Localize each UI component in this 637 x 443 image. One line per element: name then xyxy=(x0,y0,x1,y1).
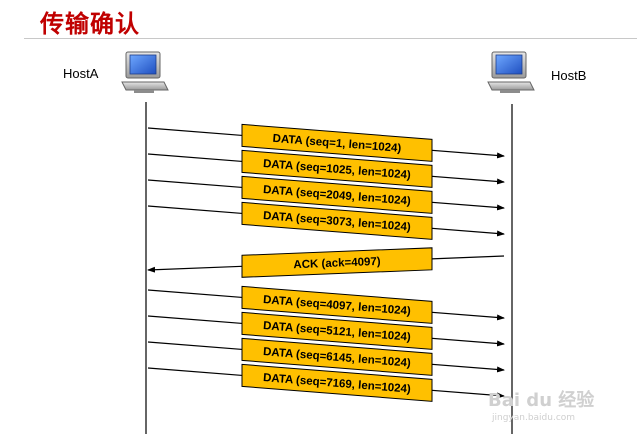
host-a-label: HostA xyxy=(63,66,99,81)
messages-layer: DATA (seq=1, len=1024)DATA (seq=1025, le… xyxy=(147,123,505,402)
message-label: ACK (ack=4097) xyxy=(293,256,381,271)
message-box xyxy=(241,149,433,188)
message-box xyxy=(241,123,433,162)
watermark-brand: Bai du 经验 xyxy=(488,390,595,411)
host-b-label: HostB xyxy=(551,68,587,83)
message-4: DATA (seq=3073, len=1024) xyxy=(147,201,505,240)
message-8: DATA (seq=6145, len=1024) xyxy=(147,337,505,376)
message-6: DATA (seq=4097, len=1024) xyxy=(147,285,505,324)
message-1: DATA (seq=1, len=1024) xyxy=(147,123,505,162)
message-box xyxy=(241,201,433,240)
watermark-sub: jingyan.baidu.com xyxy=(492,413,576,423)
host-b-computer-icon xyxy=(487,51,535,93)
page-title: 传输确认 xyxy=(40,10,140,38)
title-divider xyxy=(24,38,637,39)
message-box xyxy=(241,175,433,214)
message-box xyxy=(241,247,433,278)
message-5: ACK (ack=4097) xyxy=(147,247,505,278)
message-9: DATA (seq=7169, len=1024) xyxy=(147,363,505,402)
message-3: DATA (seq=2049, len=1024) xyxy=(147,175,505,214)
message-2: DATA (seq=1025, len=1024) xyxy=(147,149,505,188)
message-box xyxy=(241,337,433,376)
host-a-computer-icon xyxy=(121,51,169,93)
message-7: DATA (seq=5121, len=1024) xyxy=(147,311,505,350)
message-box xyxy=(241,311,433,350)
message-box xyxy=(241,285,433,324)
message-box xyxy=(241,363,433,402)
